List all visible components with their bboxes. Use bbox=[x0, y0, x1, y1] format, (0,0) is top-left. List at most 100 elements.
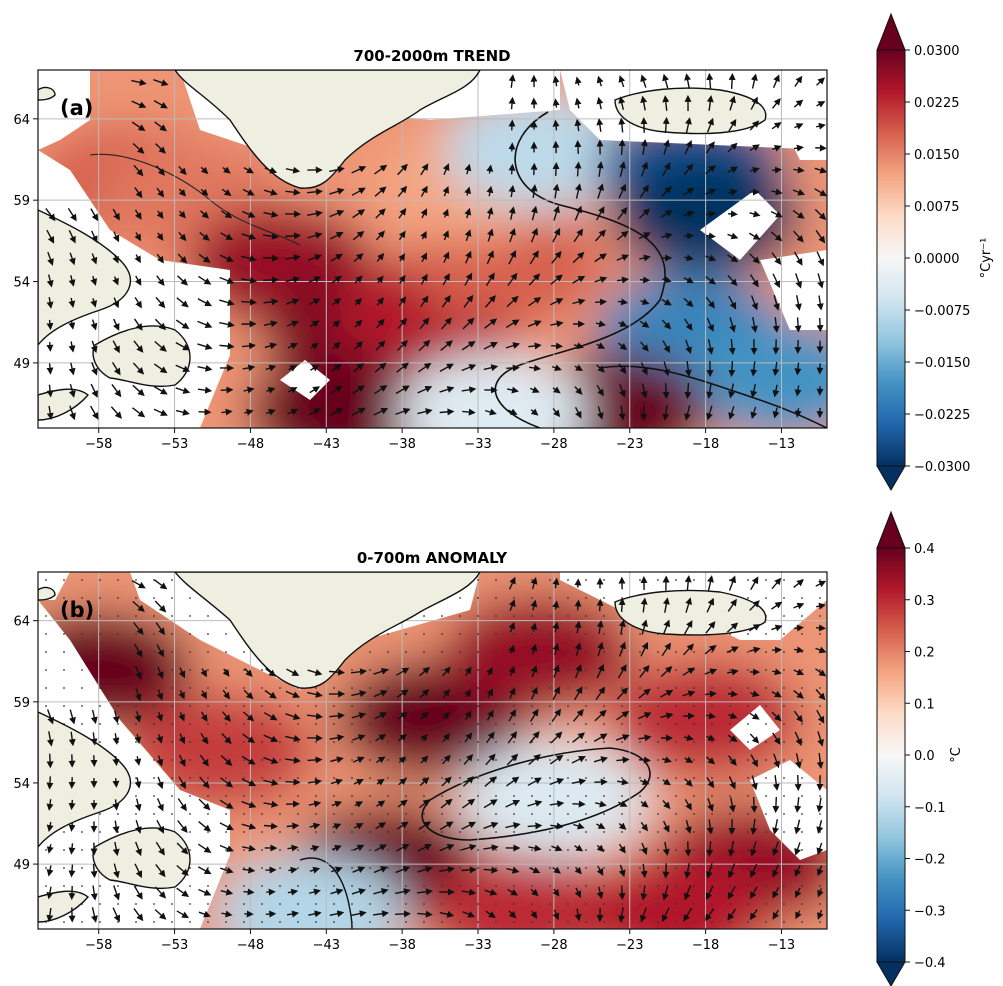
stipple-dot bbox=[189, 795, 191, 797]
x-tick-label: −43 bbox=[313, 938, 340, 953]
current-vector-arrow bbox=[308, 408, 321, 416]
current-vector-arrow bbox=[330, 888, 344, 896]
current-vector-arrow bbox=[683, 232, 695, 240]
stipple-dot bbox=[333, 777, 335, 779]
current-vector-arrow bbox=[198, 798, 211, 811]
current-vector-arrow bbox=[310, 364, 320, 372]
current-vector-arrow bbox=[243, 386, 255, 394]
current-vector-arrow bbox=[484, 295, 496, 308]
current-vector-arrow bbox=[572, 251, 585, 264]
current-vector-arrow bbox=[794, 797, 802, 813]
stipple-dot bbox=[621, 795, 623, 797]
current-vector-arrow bbox=[132, 142, 145, 154]
stipple-dot bbox=[729, 849, 731, 851]
stipple-dot bbox=[423, 831, 425, 833]
current-vector-arrow bbox=[728, 118, 737, 132]
stipple-dot bbox=[207, 777, 209, 779]
stipple-dot bbox=[567, 705, 569, 707]
current-vector-arrow bbox=[69, 709, 76, 725]
stipple-dot bbox=[801, 795, 803, 797]
current-vector-arrow bbox=[178, 733, 186, 745]
stipple-dot bbox=[405, 687, 407, 689]
current-vector-arrow bbox=[484, 408, 497, 416]
current-vector-arrow bbox=[816, 709, 825, 724]
current-vector-arrow bbox=[220, 754, 233, 766]
colorbar-tick-label: 0.0075 bbox=[914, 200, 960, 215]
stipple-dot bbox=[117, 579, 119, 581]
stipple-dot bbox=[441, 687, 443, 689]
stipple-dot bbox=[477, 615, 479, 617]
stipple-dot bbox=[189, 777, 191, 779]
current-vector-arrow bbox=[395, 866, 411, 874]
current-vector-arrow bbox=[46, 229, 55, 244]
current-vector-arrow bbox=[463, 294, 474, 308]
stipple-dot bbox=[135, 903, 137, 905]
current-vector-arrow bbox=[331, 275, 343, 284]
current-vector-arrow bbox=[728, 405, 735, 420]
current-vector-arrow bbox=[154, 121, 167, 132]
current-vector-arrow bbox=[528, 844, 542, 852]
current-vector-arrow bbox=[662, 404, 670, 422]
current-vector-arrow bbox=[241, 233, 257, 240]
stipple-dot bbox=[585, 687, 587, 689]
stipple-dot bbox=[693, 687, 695, 689]
current-vector-arrow bbox=[793, 602, 805, 610]
stipple-dot bbox=[279, 795, 281, 797]
stipple-dot bbox=[369, 867, 371, 869]
current-vector-arrow bbox=[550, 298, 564, 306]
stipple-dot bbox=[261, 777, 263, 779]
stipple-dot bbox=[153, 633, 155, 635]
stipple-dot bbox=[711, 903, 713, 905]
current-vector-arrow bbox=[285, 690, 301, 698]
current-vector-arrow bbox=[351, 407, 366, 416]
stipple-dot bbox=[45, 615, 47, 617]
current-vector-arrow bbox=[640, 139, 648, 156]
stipple-dot bbox=[513, 633, 515, 635]
stipple-dot bbox=[297, 795, 299, 797]
current-vector-arrow bbox=[134, 733, 142, 744]
stipple-dot bbox=[765, 633, 767, 635]
stipple-dot bbox=[621, 903, 623, 905]
current-vector-arrow bbox=[351, 187, 366, 196]
current-vector-arrow bbox=[508, 576, 516, 590]
stipple-dot bbox=[99, 741, 101, 743]
current-vector-arrow bbox=[794, 887, 802, 899]
stipple-dot bbox=[531, 777, 533, 779]
stipple-dot bbox=[585, 615, 587, 617]
current-vector-arrow bbox=[597, 641, 604, 657]
stipple-dot bbox=[243, 885, 245, 887]
stipple-dot bbox=[531, 597, 533, 599]
current-vector-arrow bbox=[505, 319, 520, 329]
current-vector-arrow bbox=[705, 885, 714, 901]
current-vector-arrow bbox=[506, 364, 520, 372]
current-vector-arrow bbox=[398, 733, 408, 742]
current-vector-arrow bbox=[68, 297, 76, 309]
current-vector-arrow bbox=[243, 166, 254, 174]
stipple-dot bbox=[459, 885, 461, 887]
stipple-dot bbox=[585, 921, 587, 923]
stipple-dot bbox=[117, 687, 119, 689]
current-vector-arrow bbox=[552, 866, 561, 874]
current-vector-arrow bbox=[574, 140, 582, 154]
stipple-dot bbox=[603, 885, 605, 887]
current-vector-arrow bbox=[527, 320, 542, 327]
stipple-dot bbox=[675, 777, 677, 779]
current-vector-arrow bbox=[508, 599, 516, 612]
current-vector-arrow bbox=[684, 361, 692, 377]
x-tick-label: −18 bbox=[692, 938, 719, 953]
current-vector-arrow bbox=[792, 188, 806, 196]
stipple-dot bbox=[639, 579, 641, 581]
current-vector-arrow bbox=[550, 320, 564, 328]
stipple-dot bbox=[117, 705, 119, 707]
current-vector-arrow bbox=[197, 343, 213, 350]
current-vector-arrow bbox=[219, 799, 234, 809]
current-vector-arrow bbox=[287, 408, 299, 416]
current-vector-arrow bbox=[530, 184, 538, 198]
current-vector-arrow bbox=[486, 688, 494, 699]
current-vector-arrow bbox=[420, 185, 428, 197]
current-vector-arrow bbox=[705, 296, 715, 309]
stipple-dot bbox=[567, 903, 569, 905]
stipple-dot bbox=[117, 723, 119, 725]
panel-b-current-vectors bbox=[46, 575, 827, 923]
current-vector-arrow bbox=[684, 382, 692, 400]
